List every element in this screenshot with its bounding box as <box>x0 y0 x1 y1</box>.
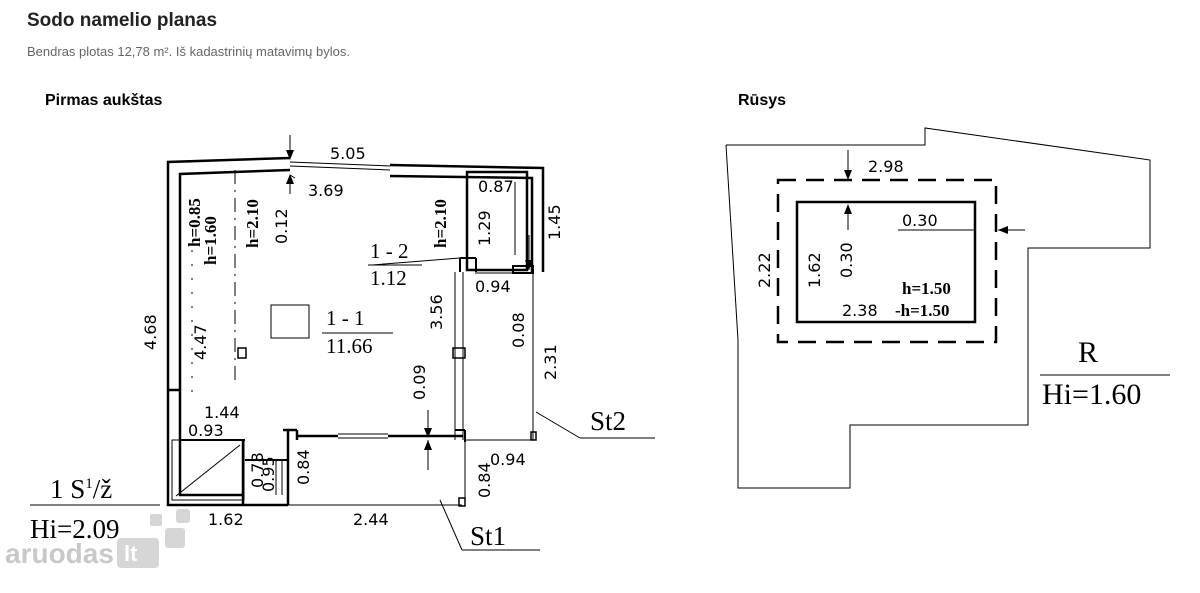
dim-0-12: 0.12 <box>272 208 291 244</box>
dim-1-29: 1.29 <box>475 210 494 246</box>
dim-1-45: 1.45 <box>545 204 564 240</box>
dim-1-62: 1.62 <box>208 510 244 529</box>
dim-4-47: 4.47 <box>191 324 210 360</box>
watermark-suffix: lt <box>124 541 138 566</box>
height-2-10-right: h=2.10 <box>431 199 450 248</box>
height-1-60: h=1.60 <box>201 216 220 265</box>
building-code-after: /ž <box>93 474 113 504</box>
label-st1: St1 <box>470 521 506 551</box>
dim-0-93: 0.93 <box>188 421 224 440</box>
first-floor-walls <box>30 135 655 551</box>
room-1-2-area: 1.12 <box>370 266 407 290</box>
basement-height-1: h=1.50 <box>902 279 951 298</box>
basement-dim-2-38: 2.38 <box>842 301 878 320</box>
watermark-text: aruodas <box>5 538 114 569</box>
basement-dim-0-30-vertical: 0.30 <box>837 242 856 278</box>
building-code-hi: Hi=2.09 <box>30 514 119 544</box>
building-code-top: 1 S1/ž <box>50 474 112 504</box>
dim-5-05: 5.05 <box>330 144 366 163</box>
basement-heading: Rūsys <box>738 92 786 109</box>
basement-walls <box>725 127 1170 489</box>
height-2-10-left: h=2.10 <box>243 199 262 248</box>
dim-0-78: 0.78 <box>248 452 267 488</box>
dim-3-56: 3.56 <box>427 294 446 330</box>
first-floor-heading: Pirmas aukštas <box>45 92 163 109</box>
dim-0-94-bottom: 0.94 <box>490 450 526 469</box>
height-0-85: h=0.85 <box>185 198 204 247</box>
basement-dim-2-22: 2.22 <box>755 252 774 288</box>
room-1-1-number: 1 - 1 <box>326 306 365 330</box>
dim-2-44: 2.44 <box>353 510 389 529</box>
dim-0-94-top: 0.94 <box>475 277 511 296</box>
page-subtitle: Bendras plotas 12,78 m². Iš kadastrinių … <box>27 44 350 59</box>
room-1-1-area: 11.66 <box>326 334 372 358</box>
dim-0-08: 0.08 <box>509 312 528 348</box>
basement-code-r: R <box>1078 336 1098 369</box>
basement-code-hi: Hi=1.60 <box>1042 378 1141 411</box>
label-st2: St2 <box>590 406 626 436</box>
basement-dim-1-62: 1.62 <box>805 252 824 288</box>
dim-0-87: 0.87 <box>478 177 514 196</box>
dim-2-31: 2.31 <box>541 344 560 380</box>
dim-0-95: 0.95 <box>259 456 278 492</box>
dim-0-09: 0.09 <box>410 364 429 400</box>
basement-dim-2-98: 2.98 <box>868 157 904 176</box>
dim-0-84-right: 0.84 <box>475 462 494 498</box>
basement-dim-0-30-right: 0.30 <box>902 211 938 230</box>
watermark-logo: aruodas lt <box>5 509 190 569</box>
dim-4-68: 4.68 <box>141 314 160 350</box>
building-code-main: 1 S <box>50 474 85 504</box>
dim-0-84-left: 0.84 <box>294 449 313 485</box>
building-code-sup: 1 <box>85 476 93 492</box>
dim-3-69: 3.69 <box>308 181 344 200</box>
room-1-2-number: 1 - 2 <box>370 239 409 263</box>
page-title: Sodo namelio planas <box>27 10 218 31</box>
dim-1-44: 1.44 <box>204 403 240 422</box>
basement-height-2: -h=1.50 <box>895 301 950 320</box>
